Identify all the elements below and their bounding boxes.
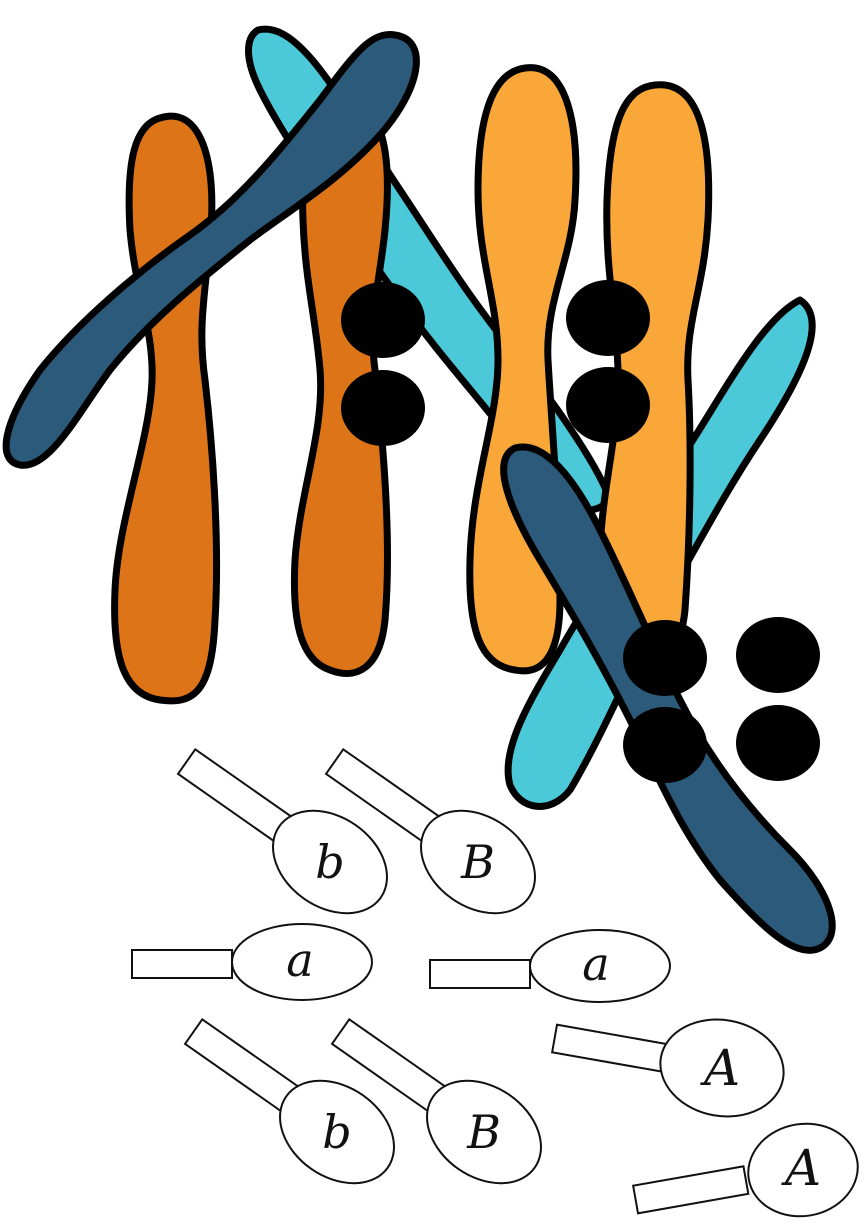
chromosome-dark-orange-left [115,116,217,701]
allele-label: B [466,1105,501,1159]
allele-tag-b-lower-1: b [161,725,407,935]
allele-label: A [700,1039,740,1097]
allele-label: b [322,1105,351,1159]
dot [566,367,650,443]
dot [736,705,820,781]
allele-tag-A-2: A [628,1115,864,1232]
allele-label: B [460,835,495,889]
allele-tag-a-2: a [430,930,670,1002]
dot [736,617,820,693]
allele-label: a [582,937,609,991]
allele-label: b [315,835,344,889]
allele-tag-A-1: A [546,991,791,1126]
allele-label: A [781,1139,821,1197]
dot [341,370,425,446]
dot [341,282,425,358]
allele-tag-a-1: a [132,924,372,1000]
dot [623,620,707,696]
allele-tag-b-lower-2: b [168,995,414,1205]
dot [566,280,650,356]
dot [623,707,707,783]
allele-label: a [286,933,313,987]
